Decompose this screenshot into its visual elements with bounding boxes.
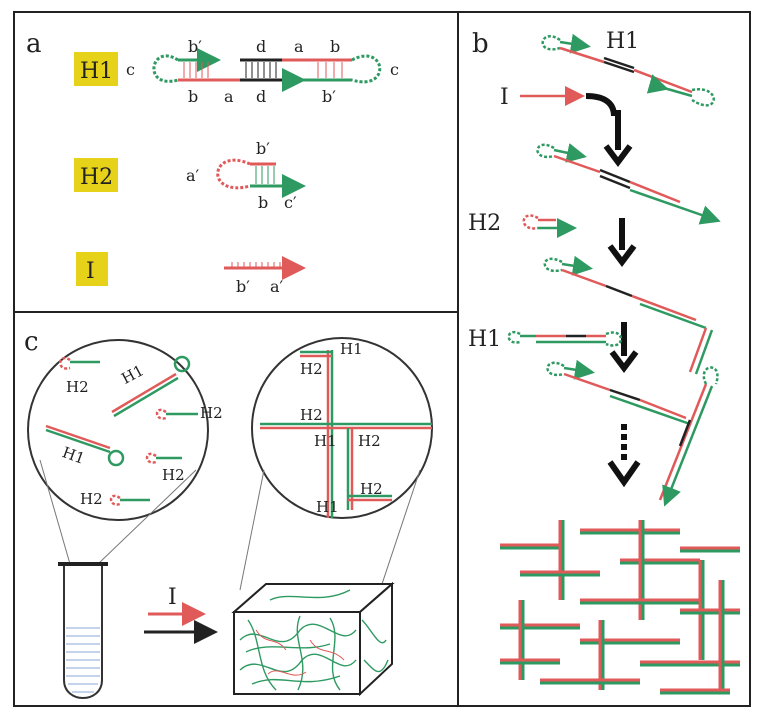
b-h1-hairpin <box>541 33 715 107</box>
c-left-label-2: H2 <box>200 404 223 422</box>
b-arrows <box>603 110 641 488</box>
h1-bottom-label-2: d <box>256 87 266 106</box>
b-h2-hairpin <box>522 214 577 238</box>
h2-row: H2 a′ b′ b c′ <box>74 139 306 212</box>
panel-a-label: a <box>26 29 42 59</box>
b-h2-label: H2 <box>468 211 501 236</box>
i-label-0: b′ <box>236 277 250 296</box>
i-label-1: a′ <box>270 277 284 296</box>
panel-b: b H1 I <box>468 29 740 695</box>
h1-highlight <box>74 52 118 86</box>
h2-loop <box>216 158 251 190</box>
c-hydrogel-block <box>231 581 395 697</box>
h2-loop-label: a′ <box>186 166 200 185</box>
c-left-label-0: H2 <box>66 378 89 396</box>
outer-frame <box>13 11 751 707</box>
c-right-circle-strands <box>260 350 432 518</box>
c-test-tube <box>58 562 108 699</box>
h1-bottom-label-1: a <box>224 87 234 106</box>
h2-hybrid <box>255 166 275 184</box>
b-h1-label: H1 <box>468 327 501 352</box>
h1-bottom-label-3: b′ <box>322 87 336 106</box>
b-initiator-label: I <box>500 85 509 110</box>
h1-top-label-0: b′ <box>188 37 202 56</box>
b-network <box>500 520 740 695</box>
c-left-label-3: H1 <box>60 443 87 468</box>
h1-loop-right-label: c <box>390 60 399 79</box>
c-right-label-3: H1 <box>314 432 337 450</box>
h1-loop-left-label: c <box>126 60 135 79</box>
c-left-label-1: H1 <box>118 361 146 388</box>
h1-right-loop <box>351 54 382 84</box>
b-join-arrow <box>585 93 617 117</box>
b-opened-h1 <box>536 143 721 225</box>
c-zoom-lines <box>39 459 421 591</box>
h1-right-hybrid <box>317 62 343 78</box>
panel-c: c H2 H1 H2 H1 H2 H2 <box>24 327 433 699</box>
b-complex-2 <box>543 255 714 375</box>
i-row: I b′ a′ <box>76 252 306 296</box>
b-h1-hairpin-2 <box>507 330 623 347</box>
c-left-label-5: H2 <box>80 490 103 508</box>
h1-d-hybrid <box>245 62 277 78</box>
h2-highlight <box>74 158 118 192</box>
c-right-label-0: H1 <box>340 340 363 358</box>
h2-name: H2 <box>80 165 113 190</box>
h1-top-label-3: b <box>330 37 340 56</box>
b-h1-top-label: H1 <box>606 29 639 54</box>
i-ticks <box>231 262 281 268</box>
c-right-label-4: H2 <box>358 432 381 450</box>
c-right-label-2: H2 <box>300 406 323 424</box>
b-complex-3 <box>546 359 719 507</box>
c-left-label-4: H2 <box>162 466 185 484</box>
h1-top-label-2: a <box>294 37 304 56</box>
panel-c-label: c <box>24 327 39 357</box>
h1-name: H1 <box>80 59 113 84</box>
h1-row: H1 c c b′ d <box>74 37 399 106</box>
h1-bottom-label-0: b <box>188 87 198 106</box>
c-right-label-6: H1 <box>316 498 339 516</box>
i-highlight <box>76 252 108 286</box>
c-arrow-label: I <box>168 585 177 610</box>
h1-left-loop <box>152 54 179 83</box>
c-left-circle <box>27 339 209 521</box>
h2-bottom-label-0: b <box>258 193 268 212</box>
h1-left-hybrid <box>183 62 209 78</box>
c-right-label-1: H2 <box>300 360 323 378</box>
i-name: I <box>86 259 95 284</box>
h2-bottom-label-1: c′ <box>284 193 297 212</box>
h1-top-label-1: d <box>256 37 266 56</box>
c-right-label-5: H2 <box>360 480 383 498</box>
panel-b-label: b <box>472 29 489 59</box>
h2-top-label: b′ <box>256 139 270 158</box>
c-left-circle-strands <box>45 355 198 506</box>
panel-a: a H1 c c <box>26 29 399 296</box>
